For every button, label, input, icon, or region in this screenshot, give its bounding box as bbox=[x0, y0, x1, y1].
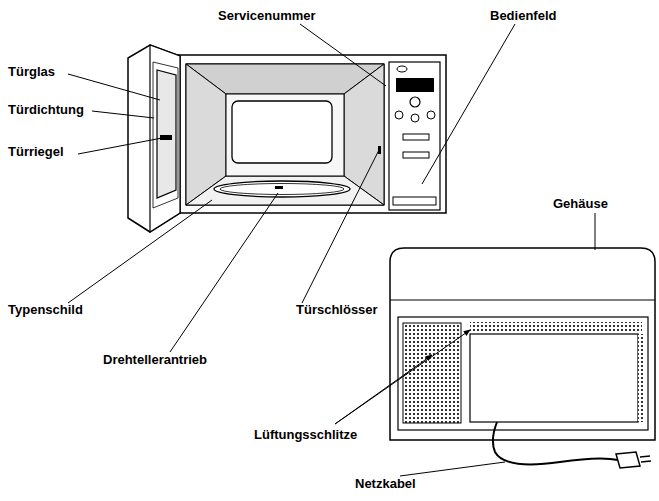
leader-lines bbox=[68, 24, 595, 476]
part-label: Lüftungsschlitze bbox=[254, 427, 357, 442]
brand-logo bbox=[397, 66, 407, 72]
part-label: Gehäuse bbox=[553, 196, 608, 211]
part-label: Türdichtung bbox=[8, 102, 84, 117]
leader-line bbox=[400, 462, 505, 476]
plug bbox=[616, 452, 640, 468]
part-label: Türschlösser bbox=[296, 302, 378, 317]
leader-line bbox=[78, 138, 162, 154]
leader-line bbox=[170, 193, 278, 352]
door-seal bbox=[153, 62, 178, 208]
cavity-floor bbox=[186, 176, 384, 205]
plug-pin bbox=[641, 461, 651, 462]
power-cord bbox=[493, 422, 618, 464]
part-label: Servicenummer bbox=[218, 8, 316, 23]
back-panel bbox=[398, 317, 648, 430]
button bbox=[411, 114, 419, 122]
button bbox=[427, 111, 435, 119]
door-button bbox=[393, 197, 436, 205]
control-panel bbox=[389, 62, 440, 210]
door bbox=[128, 45, 180, 232]
part-label: Netzkabel bbox=[355, 476, 416, 491]
back-window bbox=[232, 101, 332, 163]
leader-line bbox=[68, 74, 160, 100]
back-plate bbox=[470, 334, 638, 422]
cavity-opening bbox=[186, 64, 384, 205]
button bbox=[403, 152, 429, 158]
leader-line bbox=[422, 24, 515, 184]
turntable-drive bbox=[275, 186, 283, 189]
button bbox=[403, 134, 429, 140]
door-glass bbox=[157, 70, 176, 198]
part-label: Bedienfeld bbox=[490, 8, 556, 23]
part-label: Türglas bbox=[8, 64, 55, 79]
cavity-back bbox=[226, 94, 344, 176]
leader-line bbox=[302, 150, 379, 303]
plug-pin bbox=[640, 456, 650, 457]
right-vents bbox=[638, 334, 644, 422]
part-label: Typenschild bbox=[8, 302, 83, 317]
door-inner bbox=[150, 45, 180, 232]
part-label: Drehtellerantrieb bbox=[103, 352, 207, 367]
microwave-body bbox=[178, 55, 446, 213]
top-vents bbox=[470, 322, 642, 331]
button bbox=[395, 111, 403, 119]
leader-line bbox=[92, 111, 154, 118]
turntable bbox=[214, 181, 350, 197]
leader-line bbox=[300, 24, 386, 86]
leader-arrow bbox=[335, 330, 470, 424]
housing bbox=[390, 248, 655, 440]
turntable-rim bbox=[220, 184, 344, 195]
leader-line bbox=[68, 200, 212, 303]
side-vents bbox=[403, 323, 461, 423]
door-latch bbox=[160, 135, 172, 140]
housing-edge bbox=[390, 300, 655, 301]
part-label: Türriegel bbox=[8, 144, 64, 159]
dial bbox=[410, 97, 420, 107]
display bbox=[396, 78, 434, 92]
leader-line bbox=[595, 213, 596, 250]
